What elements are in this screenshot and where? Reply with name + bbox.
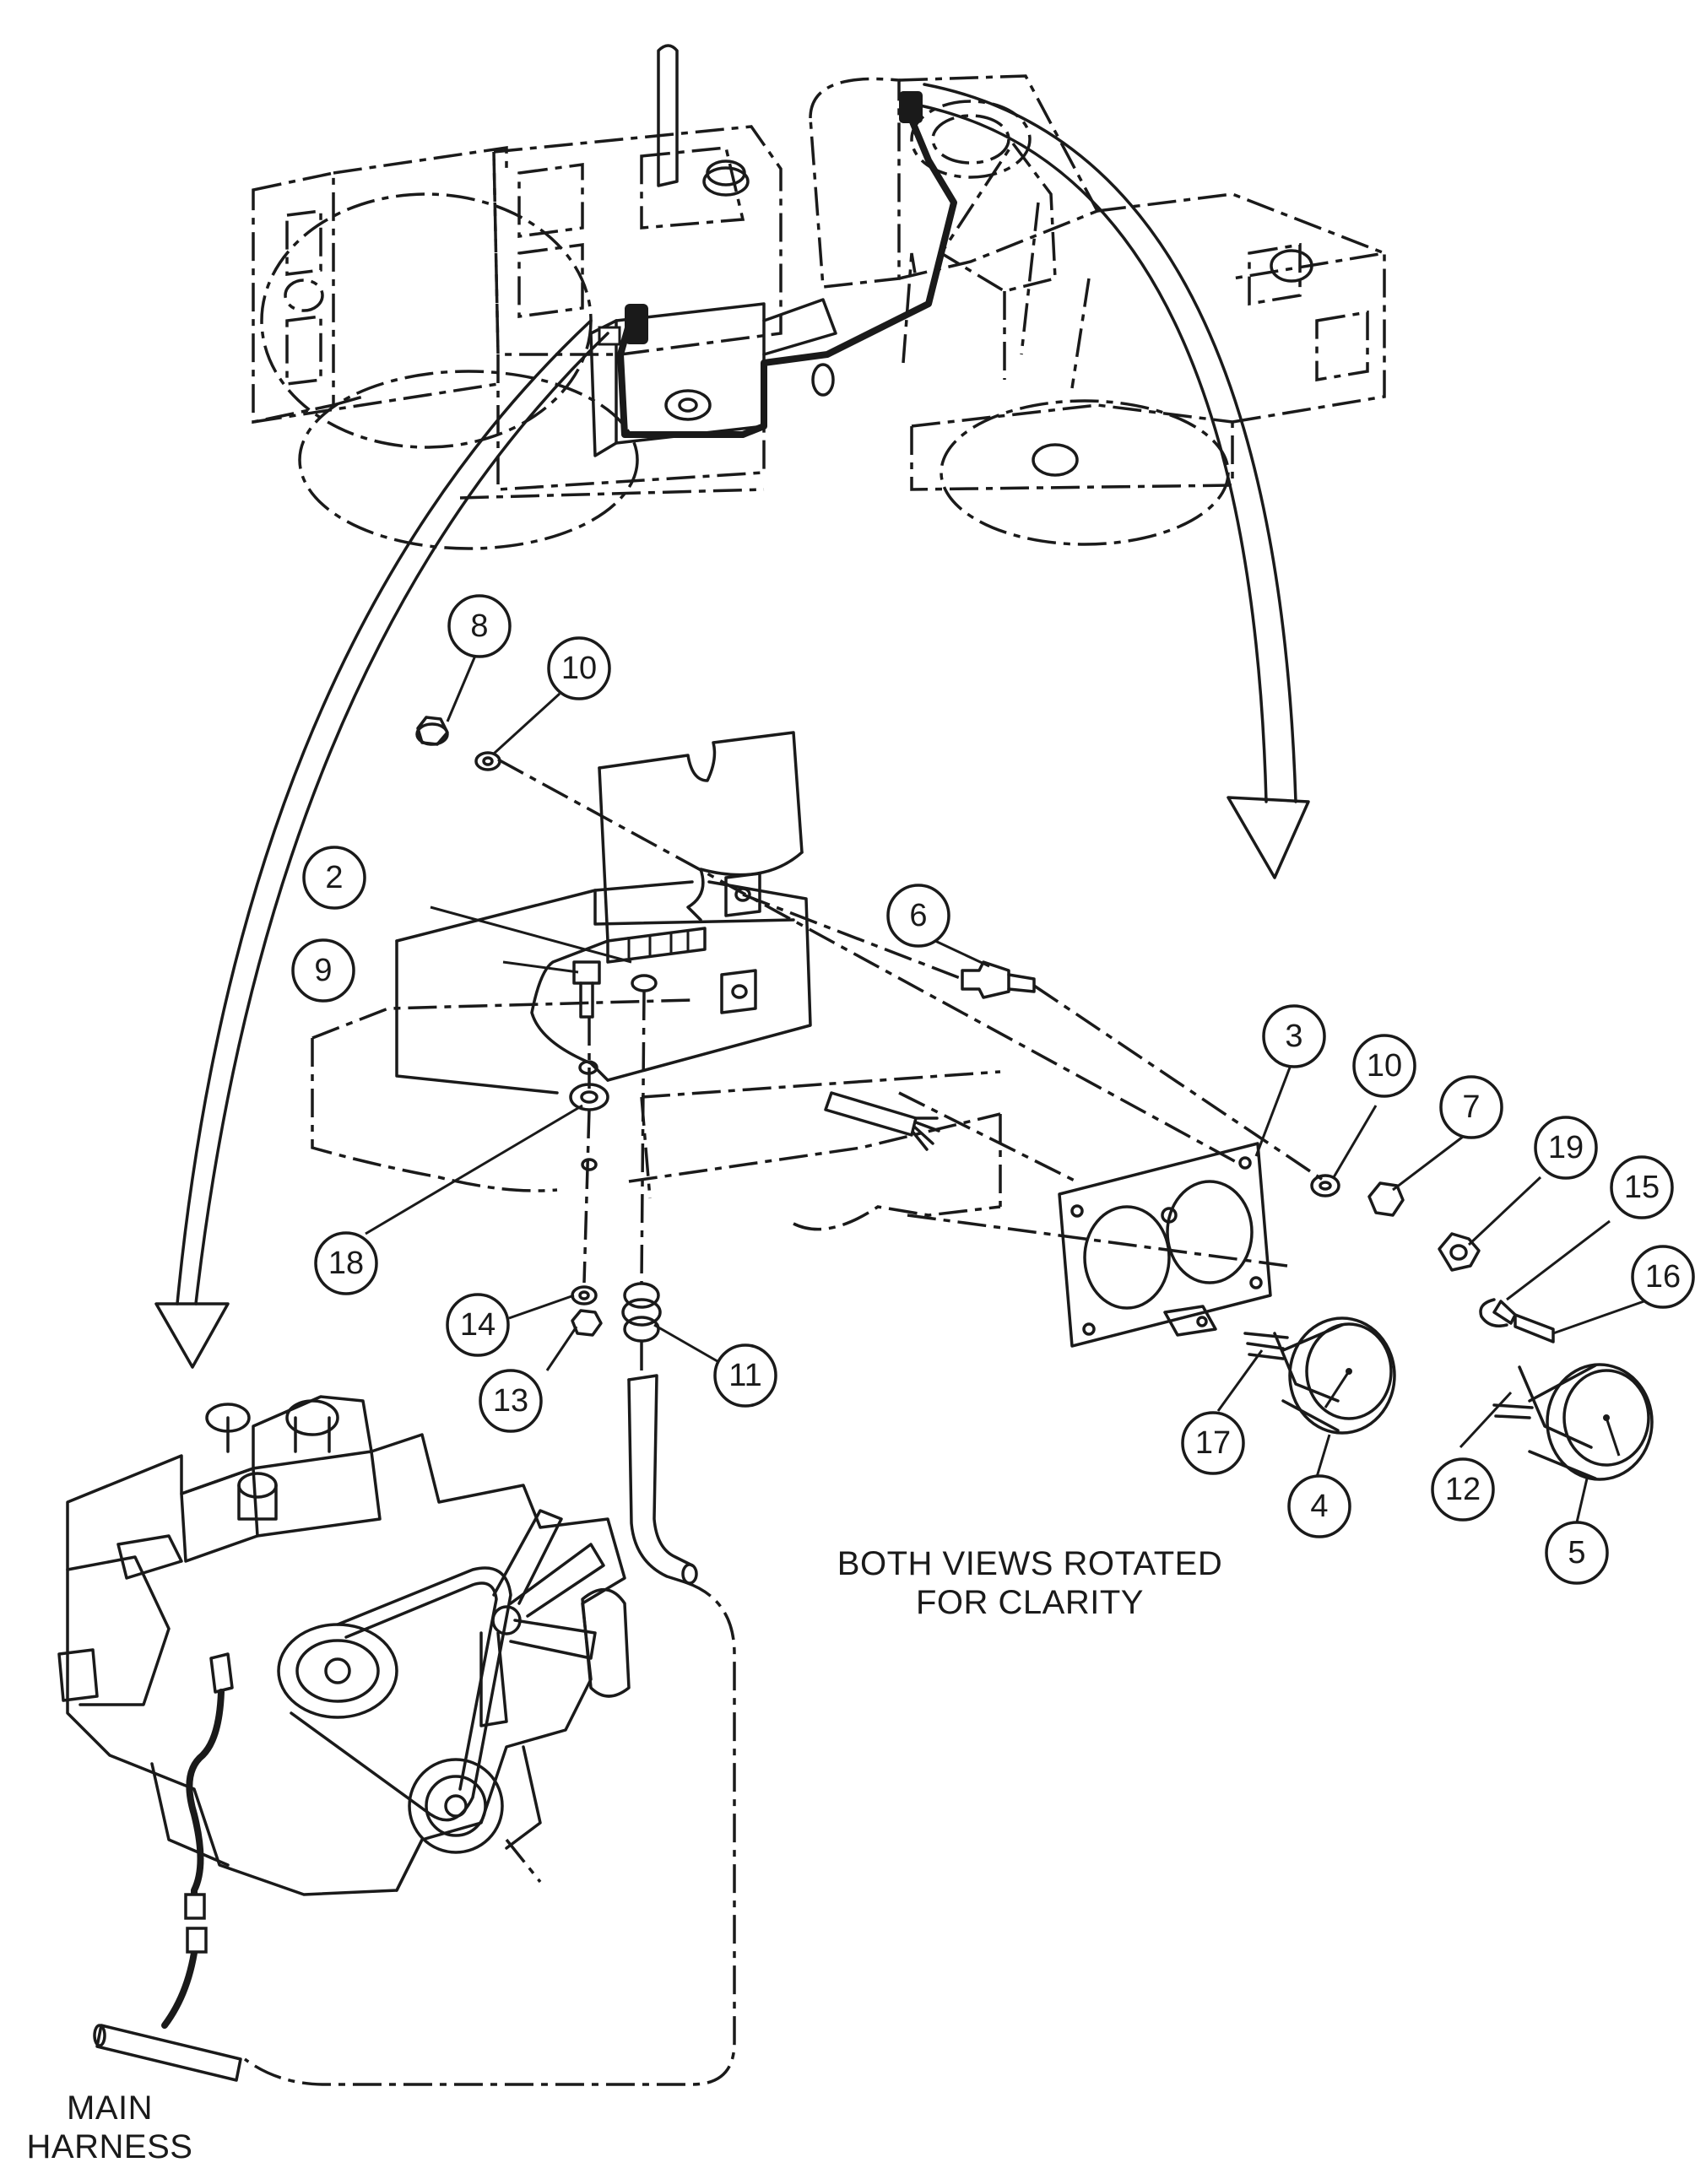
callout-17: 17: [1181, 1411, 1245, 1475]
callout-10-right: 10: [1352, 1034, 1416, 1098]
callout-2: 2: [302, 846, 366, 910]
callout-7: 7: [1439, 1075, 1503, 1139]
callout-9: 9: [291, 938, 355, 1003]
callout-3: 3: [1262, 1004, 1326, 1068]
roller-machine-overview: [252, 44, 1386, 550]
svg-text:14: 14: [460, 1307, 496, 1343]
main-harness-label-line-1: MAIN: [67, 2089, 153, 2127]
svg-text:16: 16: [1645, 1259, 1681, 1295]
callout-11: 11: [713, 1343, 777, 1408]
svg-text:12: 12: [1445, 1472, 1481, 1507]
svg-text:7: 7: [1462, 1089, 1480, 1125]
main-harness-label-line-2: HARNESS: [26, 2128, 193, 2165]
svg-text:5: 5: [1568, 1535, 1585, 1570]
rotation-note: BOTH VIEWS ROTATED FOR CLARITY: [810, 1544, 1249, 1622]
svg-text:10: 10: [1367, 1048, 1402, 1084]
callout-6: 6: [886, 884, 950, 948]
svg-text:19: 19: [1548, 1130, 1584, 1165]
callout-14: 14: [446, 1293, 510, 1357]
callout-15: 15: [1610, 1155, 1674, 1219]
callout-18: 18: [314, 1231, 378, 1295]
engine-view: [57, 1395, 631, 2082]
gauge-bracket-assembly: [243, 716, 1326, 2086]
rotation-note-line-1: BOTH VIEWS ROTATED: [837, 1545, 1223, 1582]
main-harness-label: MAIN HARNESS: [17, 2089, 203, 2166]
svg-text:11: 11: [728, 1358, 761, 1393]
view-transfer-arrows: [154, 83, 1310, 1369]
callout-12: 12: [1431, 1457, 1495, 1522]
svg-text:8: 8: [470, 608, 488, 644]
callout-5: 5: [1545, 1521, 1609, 1585]
svg-text:3: 3: [1285, 1019, 1302, 1054]
svg-text:6: 6: [909, 898, 927, 933]
callout-8: 8: [447, 594, 512, 658]
svg-text:9: 9: [314, 953, 332, 988]
svg-text:18: 18: [328, 1246, 364, 1281]
callout-10-top: 10: [547, 636, 611, 700]
svg-text:4: 4: [1310, 1489, 1328, 1524]
svg-text:10: 10: [561, 651, 597, 686]
svg-text:15: 15: [1624, 1170, 1660, 1205]
callout-19: 19: [1534, 1116, 1598, 1180]
svg-text:2: 2: [325, 860, 343, 895]
callout-16: 16: [1631, 1245, 1695, 1309]
callout-leaders: [365, 655, 1681, 1523]
callout-13: 13: [479, 1369, 543, 1433]
rotation-note-line-2: FOR CLARITY: [916, 1584, 1144, 1621]
svg-text:17: 17: [1195, 1425, 1231, 1461]
gauge-panel-group: [1058, 1142, 1654, 1481]
svg-text:13: 13: [493, 1383, 528, 1419]
callout-4: 4: [1287, 1474, 1351, 1538]
